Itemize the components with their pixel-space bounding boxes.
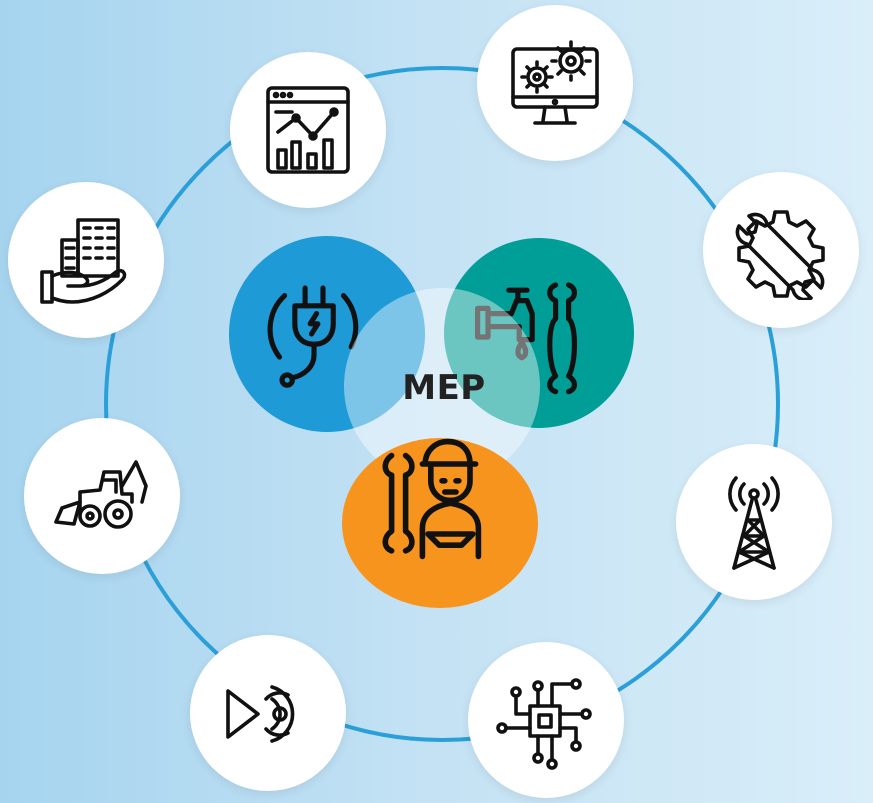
core-electrical <box>229 236 425 432</box>
node-circuit-chip <box>468 642 624 798</box>
node-computer-gears <box>477 5 633 161</box>
analytics-dashboard-icon <box>266 86 350 174</box>
building-in-hand-icon <box>40 218 127 304</box>
wrench-gear-icon <box>735 210 825 300</box>
node-backhoe <box>24 418 180 574</box>
faucet-wrench-icon <box>475 282 578 395</box>
node-analytics <box>230 52 386 208</box>
circuit-chip-icon <box>496 678 592 770</box>
radio-tower-icon <box>728 476 780 570</box>
mechanic-worker-icon <box>382 438 482 560</box>
node-building-hand <box>8 182 164 338</box>
computer-gears-icon <box>511 40 599 125</box>
node-sensor-signal <box>190 635 346 791</box>
orbit-ring <box>104 66 780 742</box>
core-plumbing <box>444 238 634 428</box>
core-mechanical <box>342 438 538 608</box>
electric-plug-icon <box>267 285 359 388</box>
backhoe-loader-icon <box>54 460 148 529</box>
node-radio-tower <box>676 444 832 600</box>
center-label: MEP <box>402 368 486 408</box>
sensor-signal-icon <box>226 685 295 743</box>
node-wrench-gear <box>703 172 859 328</box>
